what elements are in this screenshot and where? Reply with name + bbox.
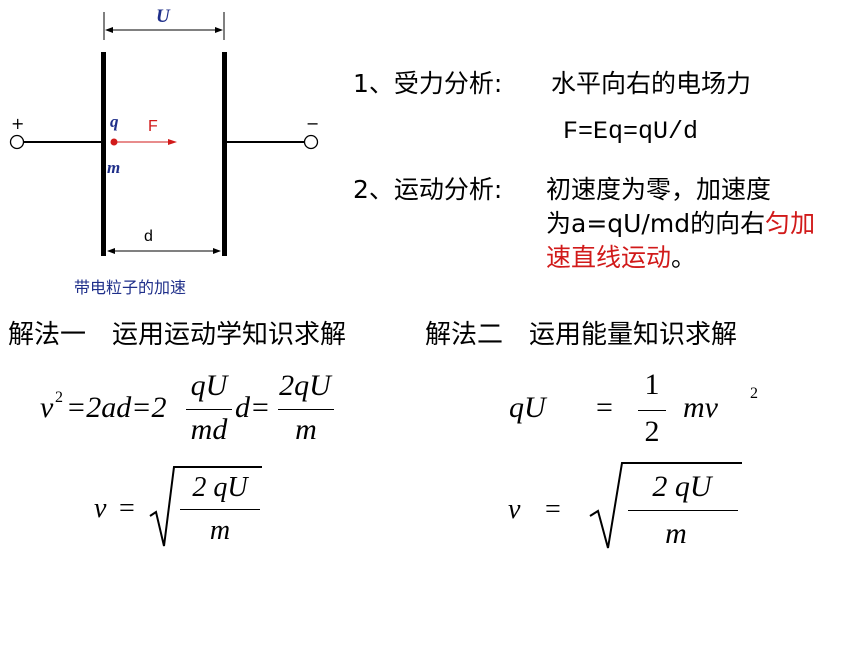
step2-line2: 为a=qU/md的向右匀加 [546, 204, 815, 240]
en-sup: 2 [750, 385, 758, 402]
en-v: v [508, 494, 521, 525]
step1-label: 1、受力分析: [353, 69, 503, 98]
gap-label: d [144, 228, 153, 245]
step2-line3-suffix: 。 [671, 243, 697, 272]
step1-formula: F=Eq=qU/d [563, 117, 699, 146]
kin-sqrt-sign [149, 466, 262, 547]
en-sqrt-bar [628, 510, 738, 511]
voltage-arrow-right [215, 27, 223, 33]
mass-label: m [107, 158, 121, 177]
voltage-label: U [156, 6, 170, 27]
en-sqrt-den: m [665, 517, 687, 550]
capacitor-diagram [9, 12, 319, 256]
kin-v: v [94, 493, 107, 524]
step2-label: 2、运动分析: [353, 175, 503, 204]
charged-particle [110, 138, 118, 146]
step2-line1: 初速度为零，加速度 [546, 175, 772, 204]
left-plate [101, 52, 106, 256]
right-plate [222, 52, 227, 256]
en-mv: mv [683, 391, 718, 424]
kin-sqrt-num: 2 qU [192, 472, 248, 503]
en-half-den: 2 [644, 415, 660, 448]
force-label: F [148, 118, 158, 135]
en-sqrt-sign [589, 462, 742, 549]
en-half-bar [638, 410, 666, 411]
kin-mid: d= [235, 391, 271, 424]
step2-line2-prefix: 为a=qU/md的向右 [546, 209, 766, 238]
charge-label: q [110, 112, 119, 131]
en-eq2: = [545, 494, 561, 525]
kin-sqrt-bar [180, 509, 260, 510]
kin-lhs: v [40, 391, 54, 424]
left-terminal [9, 134, 25, 150]
step2-line3: 速直线运动。 [546, 238, 696, 274]
step2-line2-highlight: 匀加 [765, 209, 816, 238]
method2-title: 解法二 运用能量知识求解 [425, 320, 738, 350]
minus-sign: − [306, 114, 320, 133]
force-arrow-head [168, 139, 177, 145]
kin-sqrt-den: m [209, 515, 231, 546]
right-terminal [303, 134, 319, 150]
en-lhs: qU [509, 391, 546, 424]
step2-line3-highlight: 速直线运动 [546, 243, 672, 272]
en-eq: = [596, 391, 613, 424]
en-sqrt-num: 2 qU [652, 470, 712, 503]
diagram-caption: 带电粒子的加速 [74, 278, 187, 297]
en-half-num: 1 [644, 368, 660, 401]
kin-frac1-num: qU [190, 369, 228, 402]
voltage-arrow-left [105, 27, 113, 33]
kin-sup: 2 [55, 389, 63, 406]
plus-sign: + [11, 114, 25, 133]
kin-frac2-den: m [295, 413, 317, 446]
gap-arrow-left [107, 248, 115, 254]
step1-text: 水平向右的电场力 [551, 69, 752, 98]
gap-arrow-right [213, 248, 221, 254]
method1-title: 解法一 运用运动学知识求解 [8, 320, 347, 350]
kin-frac2-bar [278, 409, 334, 410]
kin-eq1: =2ad=2 [66, 391, 167, 424]
kin-frac2-num: 2qU [279, 369, 331, 402]
kin-frac1-den: md [190, 413, 228, 446]
kin-frac1-bar [186, 409, 232, 410]
kin-eq2: = [119, 493, 135, 524]
